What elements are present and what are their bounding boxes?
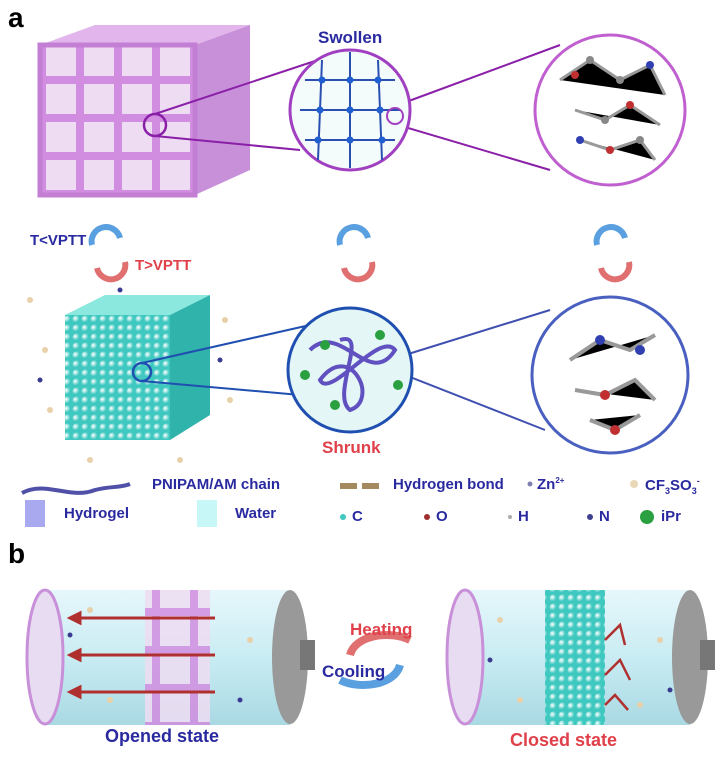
legend-n-label: N: [599, 508, 610, 525]
closed-state-channel: [445, 588, 715, 726]
legend-chain-label: PNIPAM/AM chain: [152, 476, 281, 493]
above-vptt-label: T>VPTT: [135, 257, 192, 274]
legend-hydrogel-swatch: [25, 500, 45, 527]
legend-cf3so3-label: CF3SO3-: [645, 476, 700, 496]
swollen-hydrogel-cube: [37, 25, 250, 198]
swollen-molecule-circle: [533, 33, 687, 187]
legend-zn-icon: [527, 481, 533, 487]
panel-b-label: b: [8, 538, 26, 569]
swollen-label: Swollen: [318, 28, 383, 47]
shrunk-hydrogel-cube: [65, 295, 210, 440]
panel-a-label: a: [8, 2, 24, 33]
opened-state-label: Opened state: [105, 726, 220, 746]
legend-h-label: H: [518, 508, 529, 525]
ions-around-cube: [27, 297, 233, 463]
legend-water-label: Water: [235, 505, 277, 522]
legend-hydrogel-label: Hydrogel: [64, 505, 130, 522]
legend-c-label: C: [352, 508, 363, 525]
legend-c-icon: [340, 514, 346, 520]
opened-state-channel: [25, 588, 315, 726]
shrunk-network-circle: [286, 306, 414, 434]
swollen-network-circle: [288, 48, 412, 172]
legend-ipr-icon: [640, 510, 654, 524]
legend-o-icon: [424, 514, 430, 520]
legend-hbond-icon: [340, 483, 357, 489]
legend-h-icon: [508, 515, 512, 519]
below-vptt-label: T<VPTT: [30, 232, 87, 249]
shrunk-label: Shrunk: [322, 438, 381, 457]
shrunk-molecule-circle: [530, 295, 690, 455]
legend-hbond-label: Hydrogen bond: [393, 476, 504, 493]
heating-label: Heating: [350, 620, 413, 639]
legend-ipr-label: iPr: [661, 508, 682, 525]
legend-o-label: O: [436, 508, 448, 525]
heat-cool-arrows: [338, 631, 412, 689]
closed-state-label: Closed state: [510, 730, 618, 750]
temperature-cycle-arrows: [88, 224, 633, 283]
legend-cf3so3-icon: [630, 480, 638, 488]
cooling-label: Cooling: [322, 662, 386, 681]
legend-n-icon: [587, 514, 593, 520]
legend-water-swatch: [197, 500, 217, 527]
legend-chain-icon: [21, 482, 131, 495]
legend-zn-label: Zn2+: [537, 476, 565, 493]
